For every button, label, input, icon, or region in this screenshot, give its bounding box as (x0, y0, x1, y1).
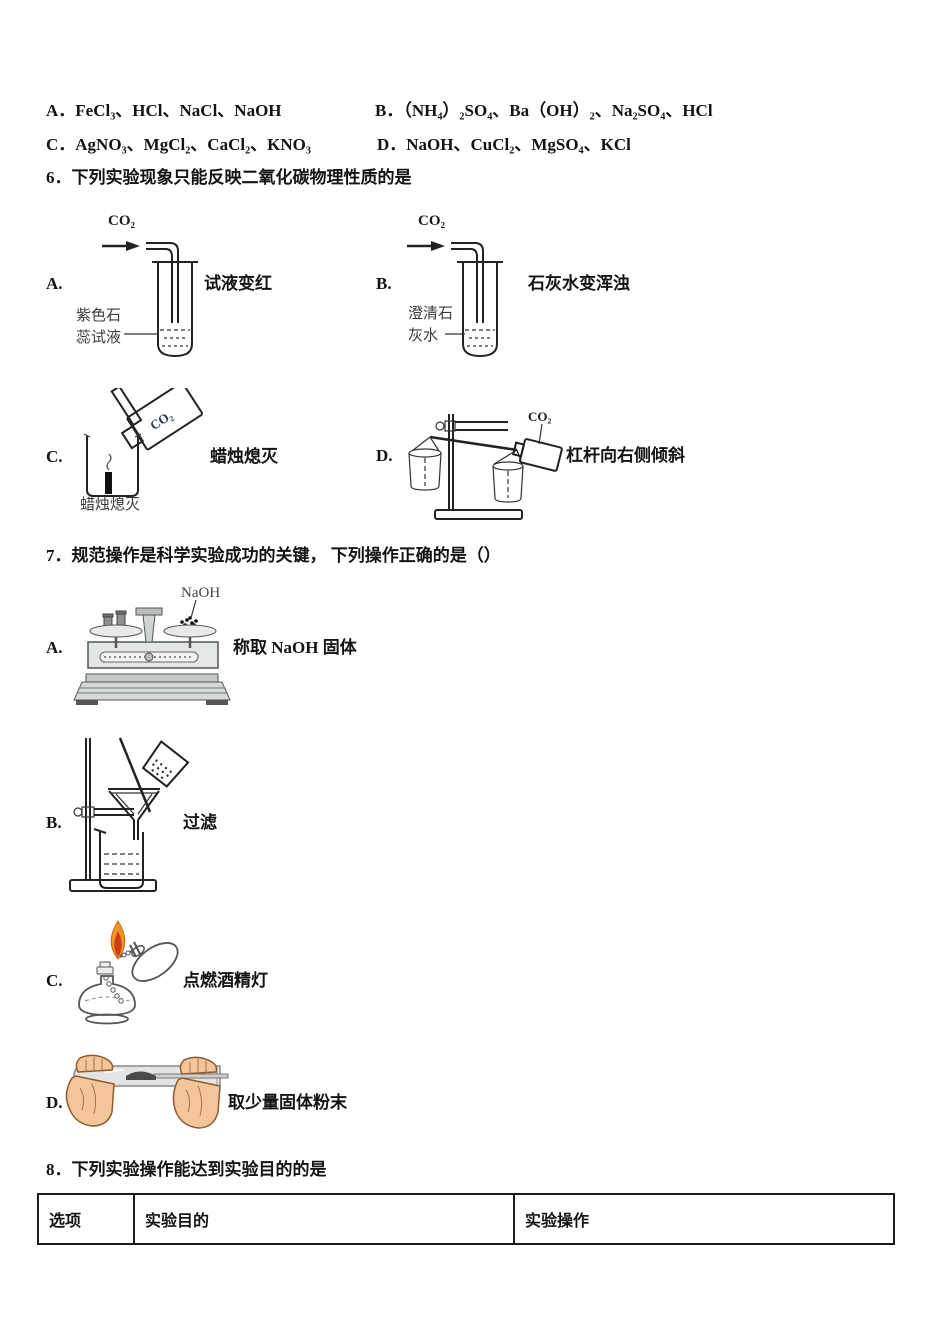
q7-d-caption: 取少量固体粉末 (228, 1093, 347, 1112)
q7-b-filtration-diagram (69, 737, 190, 892)
q6-b-caption: 石灰水变浑浊 (528, 274, 630, 293)
q6-d-letter: D. (376, 446, 393, 465)
tilted-lamp (119, 941, 179, 982)
q7-b-letter: B. (46, 813, 62, 832)
q6-a-reagent-label-2: 蕊试液 (76, 330, 122, 346)
naoh-label-pointer (190, 600, 197, 619)
q7-a-caption: 称取 NaOH 固体 (233, 638, 357, 657)
gas-arrow-icon (407, 241, 445, 251)
beaker (83, 433, 142, 497)
q7-c-caption: 点燃酒精灯 (183, 971, 268, 990)
q8-table-header-operation: 实验操作 (515, 1195, 893, 1243)
balance-base (73, 673, 231, 705)
q7-b-caption: 过滤 (183, 813, 217, 832)
q7-a-reagent-label: NaOH (181, 585, 221, 601)
delivery-tube (451, 242, 484, 323)
left-cup (408, 436, 442, 491)
q6-a-letter: A. (46, 274, 63, 293)
option-d-formulas: D．NaOH、CuCl₂、MgSO₄、KCl (377, 135, 631, 154)
balance-body (87, 641, 219, 669)
gas-bottle: CO₂ (120, 388, 203, 451)
q6-b-reagent-label-2: 灰水 (408, 328, 439, 344)
test-tube (445, 261, 503, 358)
option-a-formulas: A．FeCl₃、HCl、NaCl、NaOH (46, 101, 282, 120)
q6-b-letter: B. (376, 274, 392, 293)
q6-c-gas-label: CO₂ (147, 408, 175, 433)
question-8-stem: 8．下列实验操作能达到实验目的的是 (46, 1160, 327, 1179)
left-hand (65, 1054, 115, 1127)
option-b-formulas: B．（NH₄）₂SO₄、Ba（OH）₂、Na₂SO₄、HCl (375, 101, 713, 120)
q6-a-reagent-label-1: 紫色石 (76, 308, 122, 324)
right-hand (172, 1056, 221, 1129)
q6-b-testtube-diagram (407, 241, 503, 358)
balance-pillar (135, 607, 163, 643)
question-7-stem: 7．规范操作是科学实验成功的关键， 下列操作正确的是（） (46, 546, 501, 565)
q6-d-lever-diagram (408, 414, 563, 520)
question-6-stem: 6．下列实验现象只能反映二氧化碳物理性质的是 (46, 168, 412, 187)
pouring-beaker (141, 740, 190, 788)
q6-c-note: 蜡烛熄灭 (80, 497, 141, 513)
right-pan-with-naoh (163, 600, 217, 648)
receiving-beaker (93, 828, 144, 889)
retort-stand (434, 414, 523, 520)
gas-arrow-icon (102, 241, 140, 251)
right-cup (492, 449, 524, 503)
q6-b-gas-label: CO₂ (418, 213, 445, 229)
q8-header-option-label: 选项 (49, 1213, 82, 1230)
option-c-formulas: C．AgNO₃、MgCl₂、CaCl₂、KNO₃ (46, 135, 311, 154)
pouring-bottle (512, 438, 563, 472)
q7-a-balance-diagram (73, 600, 231, 705)
q8-table: 选项 实验目的 实验操作 (37, 1193, 895, 1245)
q6-b-reagent-label-1: 澄清石 (408, 306, 454, 322)
flame-icon (110, 920, 126, 960)
glass-rod (118, 737, 152, 813)
delivery-tube (146, 242, 179, 323)
test-tube (124, 261, 198, 358)
q6-c-letter: C. (46, 447, 63, 466)
bottle-cover-plate (110, 388, 143, 427)
q6-a-testtube-diagram (102, 241, 198, 358)
q6-c-candle-diagram: CO₂ (83, 388, 203, 497)
candle (105, 453, 112, 494)
q6-d-gas-label: CO₂ (528, 409, 552, 424)
q7-d-powder-diagram (65, 1054, 229, 1129)
q7-c-alcohol-lamp-diagram (78, 920, 179, 1025)
left-pan-with-weights (89, 610, 143, 648)
q6-d-caption: 杠杆向右侧倾斜 (566, 446, 685, 465)
q7-c-letter: C. (46, 971, 63, 990)
upright-lamp (78, 961, 136, 1025)
q6-a-gas-label: CO₂ (108, 213, 135, 229)
gas-label-pointer (538, 423, 543, 445)
stand (69, 738, 157, 892)
q7-a-letter: A. (46, 638, 63, 657)
q8-table-header-option: 选项 (39, 1195, 135, 1243)
q8-header-purpose-label: 实验目的 (145, 1213, 210, 1230)
q6-c-caption: 蜡烛熄灭 (210, 447, 278, 466)
q8-header-operation-label: 实验操作 (525, 1213, 590, 1230)
q6-a-caption: 试液变红 (204, 274, 272, 293)
q8-table-header-purpose: 实验目的 (135, 1195, 515, 1243)
q7-d-letter: D. (46, 1093, 63, 1112)
lever-beam (429, 435, 518, 452)
